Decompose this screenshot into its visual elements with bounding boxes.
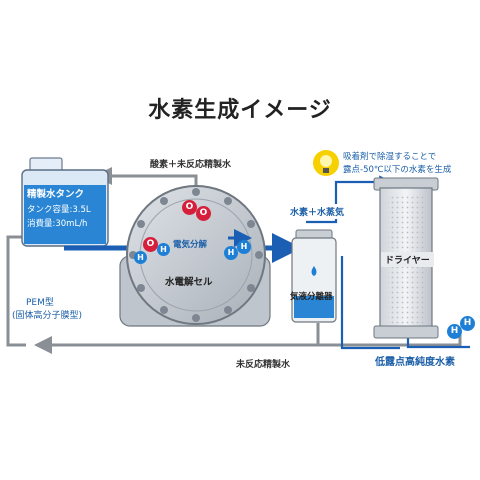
electrolysis-label: 電気分解 (173, 240, 208, 250)
hydrogen-atom-2: H (237, 240, 251, 254)
note-line1: 吸着剤で除湿することで (343, 152, 437, 162)
lightbulb-icon (313, 150, 339, 176)
water-oxygen-atom: O (143, 237, 158, 252)
unreacted-return-label: 未反応精製水 (232, 356, 295, 371)
tank-to-outer-loop-line (6, 235, 26, 347)
oxygen-atom-1: O (182, 200, 197, 215)
pem-line1: PEM型 (26, 298, 54, 308)
output-label: 低露点高純度水素 (371, 352, 459, 369)
water-hydrogen-atom-1: H (134, 251, 147, 264)
separator-label: 気液分離器 (290, 292, 333, 302)
electrolysis-cell (119, 185, 271, 327)
separator-to-dryer-line (306, 175, 393, 224)
output-hydrogen-atom-2: H (460, 316, 475, 331)
tank-name: 精製水タンク (27, 189, 85, 200)
pem-line2: (固体高分子膜型) (12, 311, 83, 321)
note-line2: 露点-50℃以下の水素を生成 (343, 165, 452, 175)
dryer-to-output-line (406, 338, 470, 349)
gas-liquid-separator (291, 229, 337, 323)
dryer-label: ドライヤー (381, 252, 434, 267)
cell-label: 水電解セル (165, 277, 213, 288)
water-hydrogen-atom-2: H (157, 243, 170, 256)
tank-capacity: タンク容量:3.5L (27, 205, 91, 215)
water-tank (21, 157, 109, 247)
hydrogen-atom-1: H (224, 246, 238, 260)
oxygen-atom-2: O (196, 206, 211, 221)
output-hydrogen-atom-1: H (447, 324, 462, 339)
dryer-bypass-line (340, 256, 400, 350)
hydrogen-vapor-label: 水素＋水蒸気 (286, 204, 349, 219)
oxygen-return-label: 酸素＋未反応精製水 (146, 156, 236, 171)
page-title: 水素生成イメージ (148, 98, 332, 123)
tank-consumption: 消費量:30mL/h (27, 219, 88, 229)
